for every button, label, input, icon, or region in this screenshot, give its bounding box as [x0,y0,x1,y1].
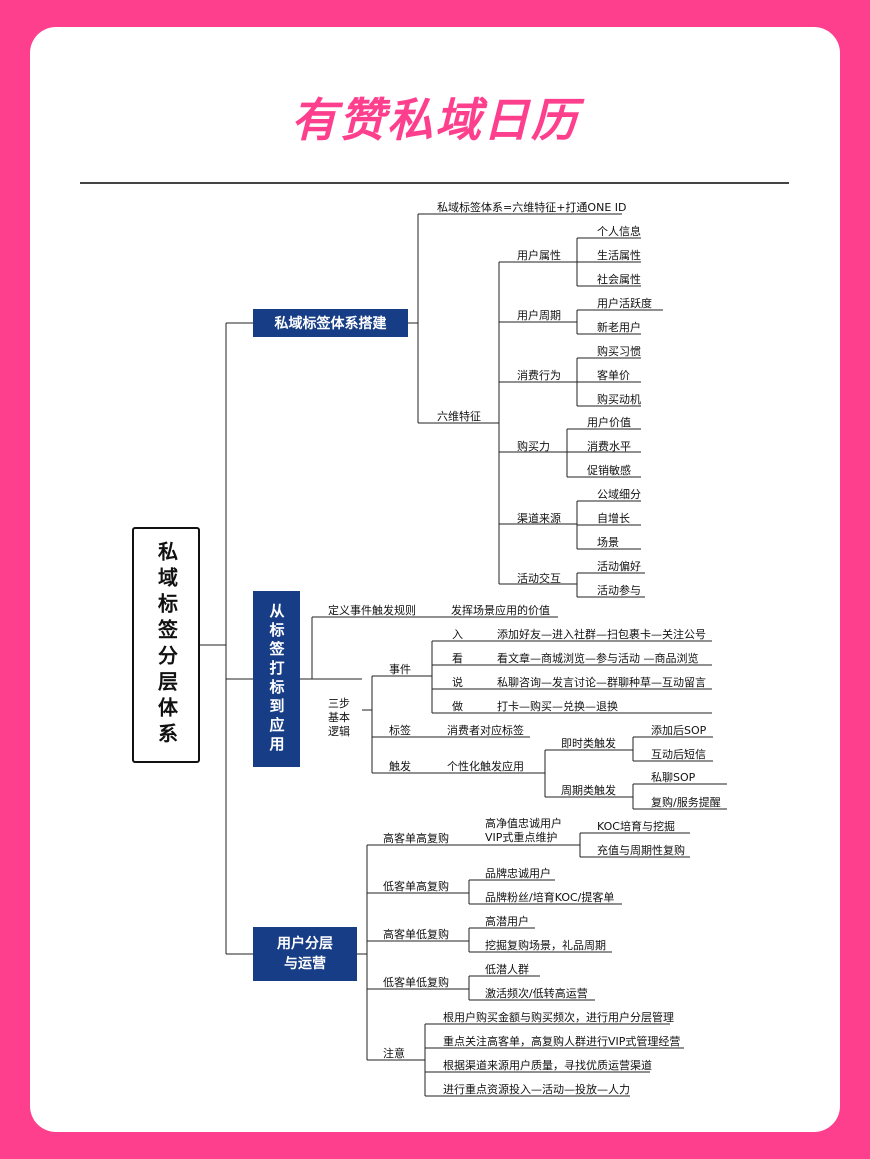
node-motive: 购买动机 [597,393,641,406]
node-interact: 活动交互 [517,572,561,585]
node-aov: 客单价 [597,369,630,382]
node-msg: 互动后短信 [651,748,706,761]
branch-tag-application: 从标签打标到应用 [253,591,300,767]
node-info: 个人信息 [597,225,641,238]
node-active: 用户活跃度 [597,297,652,310]
node-tag: 标签 [389,724,411,737]
node-look-r: 看文章—商城浏览—参与活动 —商品浏览 [497,652,699,665]
node-life: 生活属性 [597,249,641,262]
node-instant: 即时类触发 [561,737,616,750]
node-in-r: 添加好友—进入社群—扫包裹卡—关注公号 [497,628,706,641]
node-six: 六维特征 [437,410,481,423]
node-hl: 高客单低复购 [383,928,449,941]
node-recharge: 充值与周期性复购 [597,844,685,857]
node-part: 活动参与 [597,584,641,597]
node-say-r: 私聊咨询—发言讨论—群聊种草—互动留言 [497,676,706,689]
node-value: 用户价值 [587,416,631,429]
node-hl-1: 高潜用户 [485,915,529,928]
node-trigger-r: 个性化触发应用 [447,760,524,773]
node-newold: 新老用户 [597,321,641,334]
node-look: 看 [452,652,463,665]
node-level: 消费水平 [587,440,631,453]
branch-user-layering: 用户分层 与运营 [253,927,357,981]
node-self: 自增长 [597,512,630,525]
node-ll-2: 激活频次/低转高运营 [485,987,588,1000]
node-power: 购买力 [517,440,550,453]
node-attr: 用户属性 [517,249,561,262]
node-do-r: 打卡—购买—兑换—退换 [497,700,618,713]
node-pref: 活动偏好 [597,560,641,573]
node-formula: 私域标签体系=六维特征+打通ONE ID [437,201,627,214]
node-note: 注意 [383,1047,405,1060]
node-privsop: 私聊SOP [651,771,696,784]
node-event: 事件 [389,663,411,676]
node-tag-r: 消费者对应标签 [447,724,524,737]
node-rebuy: 复购/服务提醒 [651,796,721,809]
node-koc: KOC培育与挖掘 [597,820,675,833]
node-habit: 购买习惯 [597,345,641,358]
node-say: 说 [452,676,463,689]
node-hh-1: 高净值忠诚用户 VIP式重点维护 [485,817,562,844]
node-lh-1: 品牌忠诚用户 [485,867,551,880]
node-cycle: 用户周期 [517,309,561,322]
title-divider [80,182,789,184]
node-addsop: 添加后SOP [651,724,707,737]
node-note-2: 重点关注高客单，高复购人群进行VIP式管理经营 [443,1035,681,1048]
node-define: 定义事件触发规则 [328,604,416,617]
page-title: 有赞私域日历 [291,93,579,147]
node-hl-2: 挖掘复购场景，礼品周期 [485,939,606,952]
node-promo: 促销敏感 [587,464,631,477]
node-note-3: 根据渠道来源用户质量，寻找优质运营渠道 [443,1059,652,1072]
node-ll-1: 低潜人群 [485,963,529,976]
node-consume: 消费行为 [517,369,561,382]
node-public: 公域细分 [597,488,641,501]
node-note-1: 根用户购买金额与购买频次，进行用户分层管理 [443,1011,674,1024]
node-period: 周期类触发 [561,784,616,797]
node-lh-2: 品牌粉丝/培育KOC/提客单 [485,891,615,904]
node-channel: 渠道来源 [517,512,561,525]
node-in: 入 [452,628,463,641]
node-note-4: 进行重点资源投入—活动—投放—人力 [443,1083,630,1096]
branch-tag-system: 私域标签体系搭建 [253,309,408,337]
node-social: 社会属性 [597,273,641,286]
root-node: 私域标签分层体系 [132,527,200,763]
node-hh: 高客单高复购 [383,832,449,845]
node-do: 做 [452,700,463,713]
node-scene: 场景 [597,536,619,549]
node-trigger: 触发 [389,760,411,773]
node-define-r: 发挥场景应用的价值 [451,604,550,617]
node-lh: 低客单高复购 [383,880,449,893]
node-ll: 低客单低复购 [383,976,449,989]
node-logic: 三步 基本 逻辑 [328,697,350,738]
